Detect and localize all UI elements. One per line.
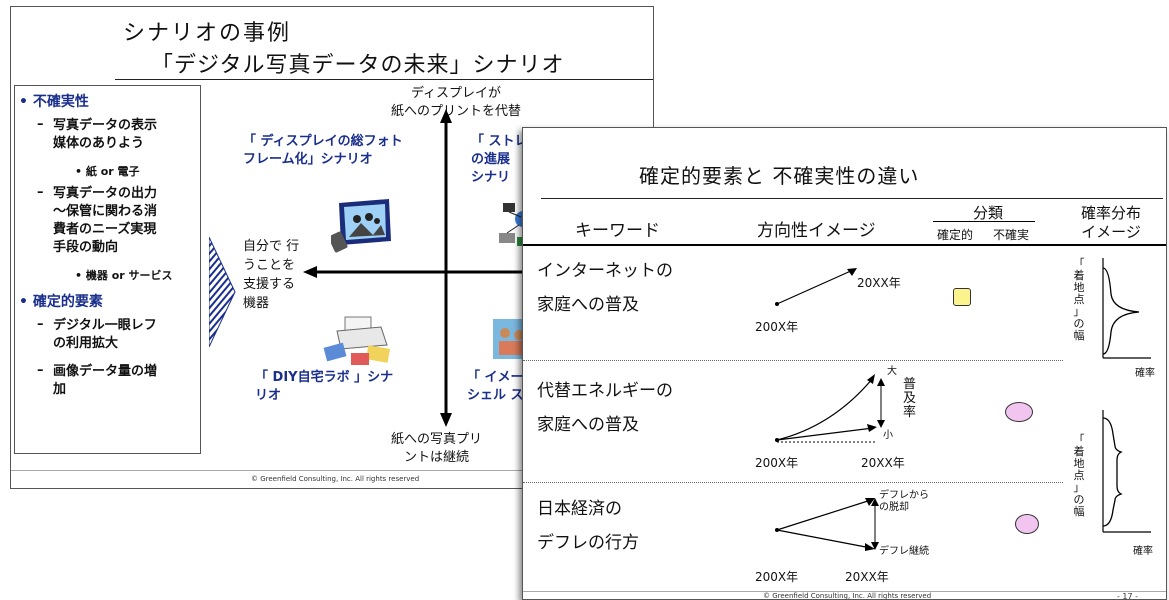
row3-down-label: デフレ継続: [879, 546, 929, 557]
hatched-arrow-icon: [209, 237, 236, 347]
scenario-q1-label: 「 ディスプレイの総フォトフレーム化」シナリオ: [243, 134, 403, 167]
classification-rule: [933, 221, 1035, 222]
header-keyword: キーワード: [575, 221, 660, 241]
header-classification: 分類: [973, 204, 1004, 222]
landing-width-label-1: 「着地点」の幅: [1073, 257, 1085, 342]
unc-item-1-dash: –: [37, 117, 44, 132]
row1-direction-arrow: [775, 268, 857, 306]
row3-keyword: 日本経済のデフレの行方: [537, 499, 639, 553]
row3-up-label: デフレからの脱却: [879, 490, 929, 513]
axis-arrow-down-icon: [440, 413, 452, 427]
cert-item-1: デジタル一眼レフの利用拡大: [53, 318, 157, 351]
scenario-q4-label: 「 イメーシェル ス: [467, 370, 524, 403]
uncertainty-panel: [14, 85, 201, 454]
header-probability: 確率分布イメージ: [1081, 204, 1142, 241]
row2-start-label: 200X年: [755, 456, 799, 470]
axis-bottom-label: 紙への写真プリントは継続: [391, 432, 483, 465]
row3-start-label: 200X年: [755, 570, 799, 584]
back-title-line1: シナリオの事例: [123, 21, 292, 46]
photo-frame-icon: [331, 199, 391, 253]
scenario-axes: [303, 109, 531, 427]
header-uncertain: 不確実: [993, 228, 1030, 242]
back-footer: © Greenfield Consulting, Inc. All rights…: [251, 475, 420, 483]
row1-start-label: 200X年: [755, 320, 799, 334]
cert-item-1-dash: –: [37, 317, 44, 332]
cert-item-2-dash: –: [37, 363, 44, 378]
axis-top-label: ディスプレイが紙へのプリントを代替: [391, 86, 522, 119]
row2-high-label: 大: [887, 366, 897, 377]
probability-distribution-wide: [1102, 410, 1151, 533]
axis-arrow-up-icon: [440, 109, 452, 123]
landing-width-label-2: 「着地点」の幅: [1073, 433, 1085, 518]
printer-icon: [323, 316, 391, 365]
prob-axis-label-1: 確率: [1135, 368, 1155, 379]
probability-distribution-narrow: [1102, 258, 1151, 359]
row3-direction-arrows: [775, 498, 879, 551]
scenario-q3-label: 「 DIY自宅ラボ 」シナリオ: [255, 370, 394, 403]
header-rule: [523, 244, 1166, 246]
row3-end-label: 20XX年: [845, 570, 889, 584]
page-number: - 17 -: [1117, 592, 1139, 600]
front-title: 確定的要素と 不確実性の違い: [639, 164, 920, 188]
unc-item-2-dash: –: [37, 185, 44, 200]
row1-end-label: 20XX年: [857, 276, 901, 290]
front-footer-rule: [523, 591, 1166, 592]
back-footer-rule: [11, 470, 653, 471]
axis-arrow-left-icon: [303, 266, 317, 278]
axis-left-label: 自分で 行うことを支援する機器: [243, 239, 300, 311]
row-separator-1: [523, 360, 1063, 361]
row2-direction-arrows: [775, 374, 885, 443]
uncertainty-heading: • 不確実性: [19, 94, 89, 110]
unc-sub-1: • 紙 or 電子: [75, 165, 140, 178]
title-underline: [115, 79, 653, 80]
front-title-underline: [541, 198, 1163, 199]
row-separator-2: [523, 482, 1063, 483]
unc-sub-2: • 機器 or サービス: [75, 269, 173, 282]
row2-low-label: 小: [883, 430, 893, 441]
unc-item-2: 写真データの出力～保管に関わる消費者のニーズ実現手段の動向: [53, 186, 158, 255]
row2-axis-label: 普及率: [903, 377, 917, 420]
row2-uncertain-marker: [1005, 402, 1033, 422]
cert-item-2: 画像データ量の増加: [53, 364, 158, 397]
row1-certain-marker: [953, 288, 971, 306]
row3-uncertain-marker: [1015, 514, 1039, 534]
row2-end-label: 20XX年: [861, 456, 905, 470]
scenario-q2-label: 「 ストレの進展シナリ: [471, 134, 528, 185]
prob-axis-label-2: 確率: [1133, 546, 1153, 557]
header-direction: 方向性イメージ: [757, 221, 876, 241]
back-title-line2: 「デジタル写真データの未来」シナリオ: [151, 53, 565, 78]
row2-keyword: 代替エネルギーの家庭への普及: [537, 381, 673, 435]
header-certain: 確定的: [937, 228, 974, 242]
front-slide: 確定的要素と 不確実性の違い キーワード 方向性イメージ 分類 確定的 不確実 …: [522, 127, 1167, 600]
certain-heading: • 確定的要素: [19, 294, 103, 310]
row1-keyword: インターネットの家庭への普及: [537, 261, 673, 315]
front-footer: © Greenfield Consulting, Inc. All rights…: [763, 592, 932, 600]
unc-item-1: 写真データの表示媒体のありよう: [53, 118, 158, 151]
